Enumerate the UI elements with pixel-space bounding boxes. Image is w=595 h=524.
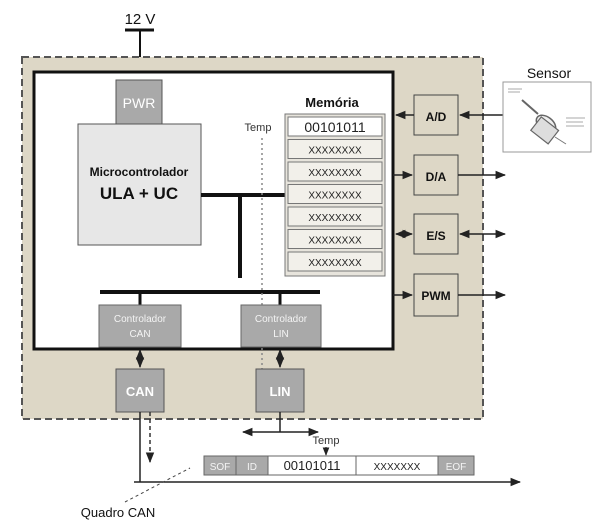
memory-cell: [287, 251, 383, 272]
can-controller-line1: Controlador: [114, 314, 167, 325]
pwr-block: [115, 79, 163, 125]
lin-controller-line2: LIN: [273, 329, 289, 340]
pwm-label: PWM: [421, 289, 450, 303]
frame-field-label: ID: [247, 462, 257, 473]
memory-cell: [287, 139, 383, 159]
memory-cell-value: XXXXXXXX: [308, 236, 362, 247]
cpu-label-line2: ULA + UC: [100, 184, 178, 203]
can-controller-block: [98, 304, 182, 348]
ad-label: A/D: [426, 110, 447, 124]
ad-block: [413, 94, 459, 136]
can-controller-line2: CAN: [129, 329, 150, 340]
cpu-label-line1: Microcontrolador: [90, 165, 189, 179]
can-transceiver-block: [115, 368, 165, 413]
lin-transceiver-label: LIN: [270, 384, 291, 399]
memory-title: Memória: [305, 95, 359, 110]
memory-cell: [287, 206, 383, 227]
es-label: E/S: [426, 229, 445, 243]
memory-cell: [287, 161, 383, 182]
frame-field-label: SOF: [210, 462, 231, 473]
sensor-label: Sensor: [527, 65, 572, 81]
frame-field: [437, 455, 475, 476]
memory-cell: [287, 116, 383, 137]
memory-cell-value: XXXXXXXX: [308, 146, 362, 157]
power-label: 12 V: [125, 11, 156, 28]
memory-temp-label: Temp: [245, 122, 272, 134]
cpu-block: [77, 123, 202, 246]
frame-temp-label: Temp: [313, 435, 340, 447]
frame-caption: Quadro CAN: [81, 505, 155, 520]
memory-cell-value: XXXXXXXX: [308, 191, 362, 202]
lin-controller-block: [240, 304, 322, 348]
pwr-label: PWR: [123, 95, 156, 111]
can-frame: SOF ID 00101011 XXXXXXX EOF: [203, 455, 475, 476]
da-label: D/A: [426, 170, 447, 184]
memory-cell-value: 00101011: [304, 119, 365, 135]
memory-cell: [287, 184, 383, 204]
es-block: [413, 213, 459, 255]
frame-field-label: EOF: [446, 462, 467, 473]
lin-controller-line1: Controlador: [255, 314, 308, 325]
frame-field-label: 00101011: [284, 458, 341, 473]
caption-pointer: [124, 467, 191, 503]
memory-cell-value: XXXXXXXX: [308, 213, 362, 224]
memory-cell-value: XXXXXXXX: [308, 168, 362, 179]
pwm-block: [413, 273, 459, 317]
sensor-icon: [508, 88, 585, 145]
memory-cell-value: XXXXXXXX: [308, 258, 362, 269]
frame-field-label: XXXXXXX: [374, 462, 421, 473]
can-transceiver-label: CAN: [126, 384, 154, 399]
memory-cell: [287, 229, 383, 249]
